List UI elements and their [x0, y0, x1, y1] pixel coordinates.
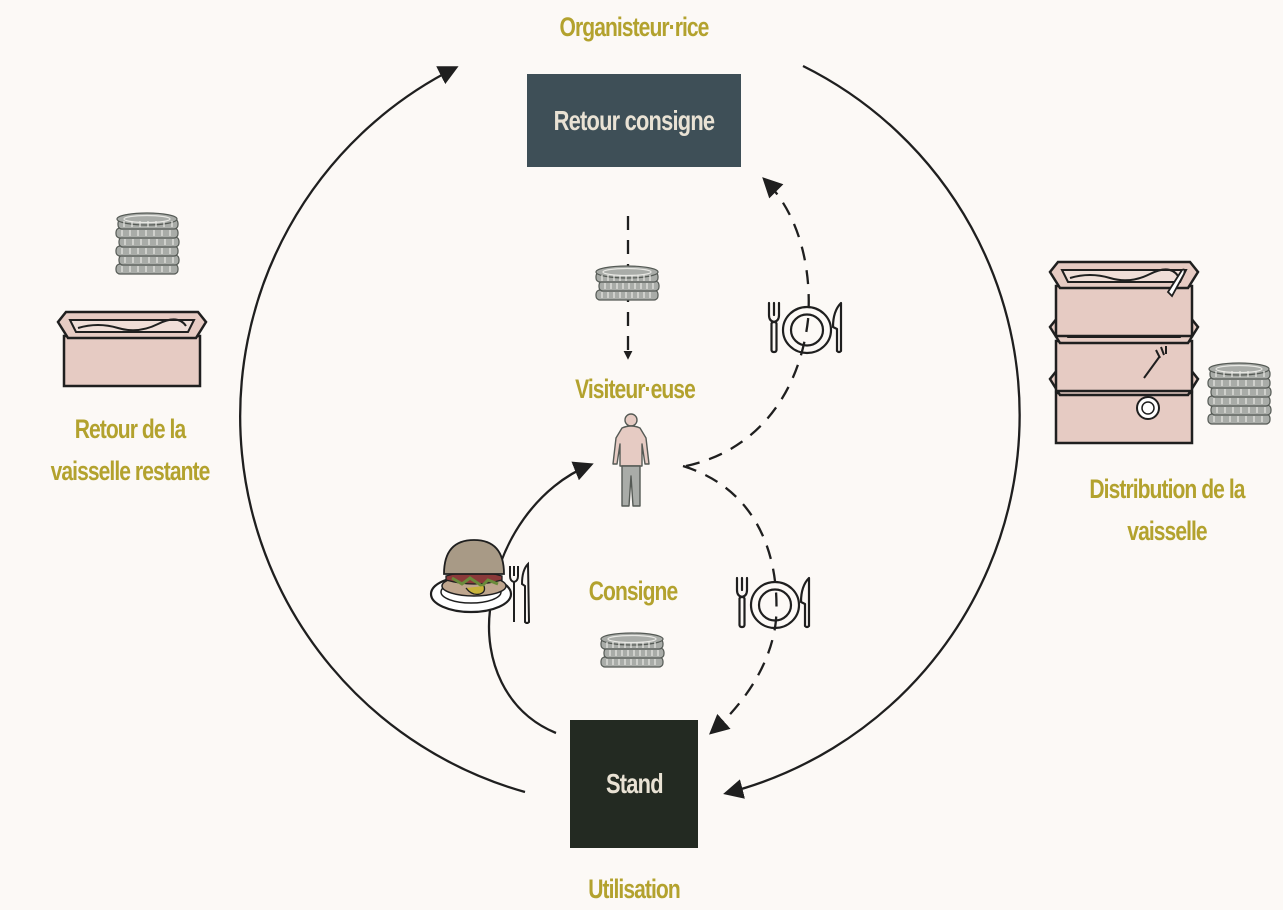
distribution-arc-arrow — [723, 64, 1021, 799]
stand-box: Stand — [570, 720, 698, 848]
remaining-return-label-line2: vaisselle restante — [50, 456, 211, 486]
remaining-return-label-line1: Retour de la — [74, 414, 186, 444]
coin-stack-icon — [115, 212, 180, 275]
return-arc-arrow — [239, 66, 526, 794]
tableware-serve-arrow — [682, 464, 778, 735]
usage-label: Utilisation — [588, 874, 680, 904]
visitor-label: Visiteur·euse — [575, 374, 696, 404]
coin-stack-icon — [1207, 362, 1272, 425]
stand-box-label: Stand — [605, 768, 664, 799]
deposit-label: Consigne — [588, 576, 678, 606]
person-icon — [612, 413, 650, 507]
crate-icon — [56, 310, 208, 388]
organizer-label: Organisteur·rice — [559, 12, 710, 42]
burger-plate-icon — [429, 539, 531, 624]
stacked-crates-icon — [1048, 260, 1200, 445]
deposit-return-box: Retour consigne — [527, 74, 741, 167]
distribution-label-line1: Distribution de la — [1089, 474, 1245, 504]
tableware-return-arrow — [685, 177, 810, 468]
coin-stack-icon — [600, 632, 665, 668]
distribution-label-line2: vaisselle — [1127, 516, 1207, 546]
coin-stack-icon — [595, 265, 660, 301]
tableware-icon — [767, 301, 843, 355]
deposit-return-box-label: Retour consigne — [553, 104, 715, 136]
tableware-icon — [735, 576, 811, 630]
